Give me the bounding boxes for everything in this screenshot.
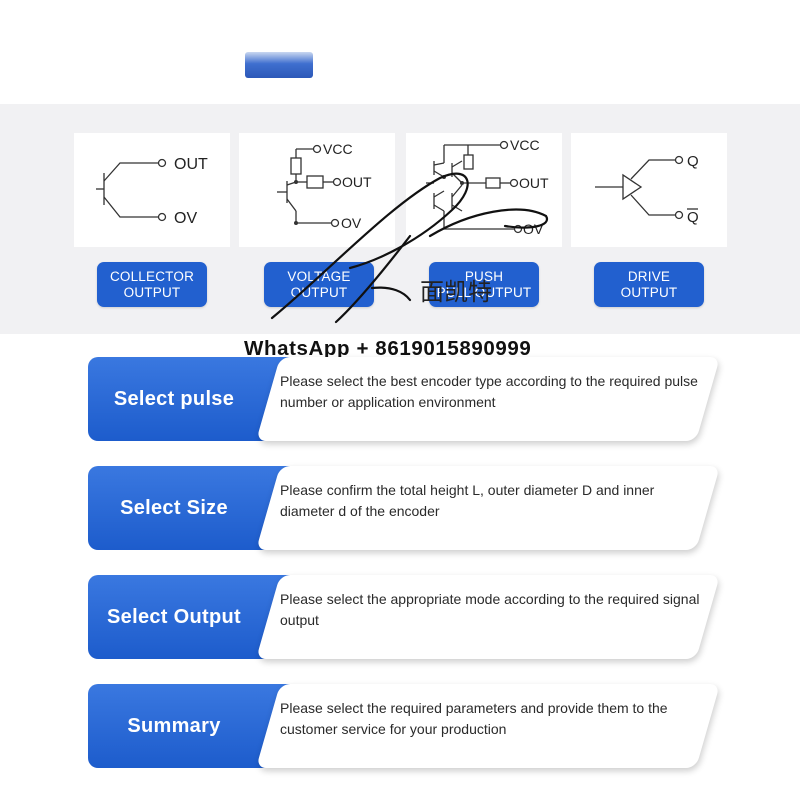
q-bar-terminal-label: Q [687,209,699,226]
step-description: Please confirm the total height L, outer… [280,482,655,519]
voltage-output-diagram: VCC OUT OV [239,133,395,247]
node-dot [294,221,298,225]
vcc-terminal-label: VCC [323,141,353,157]
step-summary: Summary Please select the required param… [88,684,728,770]
whatsapp-contact: WhatsApp + 8619015890999 [244,337,532,360]
step-title: Select Size [120,496,228,519]
ov-terminal-label: OV [523,221,544,237]
node-dot [442,175,446,179]
push-pull-output-button[interactable]: PUSH PULL OUTPUT [429,262,539,307]
step-description: Please select the best encoder type acco… [280,373,698,410]
drive-output-button[interactable]: DRIVE OUTPUT [594,262,704,307]
out-terminal-label: OUT [519,175,549,191]
drive-output-diagram: Q Q [571,133,727,247]
push-pull-output-diagram: VCC OUT OV [406,133,562,247]
step-description: Please select the appropriate mode accor… [280,591,700,628]
vcc-terminal-label: VCC [510,137,540,153]
step-description: Please select the required parameters an… [280,700,668,737]
step-title: Select pulse [113,387,235,410]
collector-output-diagram: OUT OV [74,133,230,247]
ov-terminal-label: OV [174,210,197,227]
out-terminal-label: OUT [342,174,372,190]
out-terminal-label: OUT [174,156,208,173]
brand-logo [245,52,313,78]
node-dot [460,181,464,185]
collector-output-button[interactable]: COLLECTOR OUTPUT [97,262,207,307]
node-dot [294,180,298,184]
step-select-size: Select Size Please confirm the total hei… [88,466,728,552]
voltage-output-button[interactable]: VOLTAGE OUTPUT [264,262,374,307]
q-terminal-label: Q [687,153,699,170]
ov-terminal-label: OV [341,215,362,231]
step-select-pulse: Select pulse Please select the best enco… [88,357,728,443]
step-select-output: Select Output Please select the appropri… [88,575,728,661]
step-title: Summary [127,714,221,737]
step-title: Select Output [107,605,241,628]
